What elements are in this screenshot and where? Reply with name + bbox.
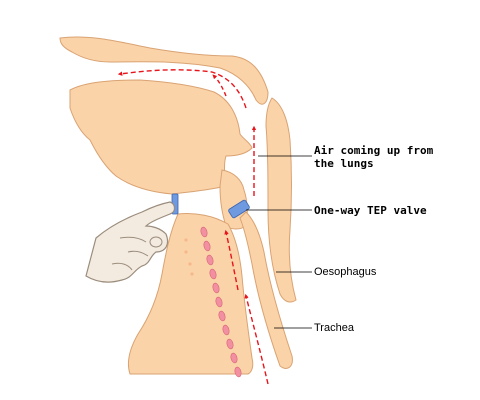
label-air-line2: the lungs [314,157,374,170]
label-valve: One-way TEP valve [314,204,427,217]
cartilage-rings [184,226,242,378]
cartilage-ring [215,296,223,308]
airflow-nasal-arrow [117,69,247,109]
spine-column [265,97,297,303]
head-tissue [69,79,253,195]
airflow-trachea-arrow [244,293,269,385]
nasal-roof [59,36,269,105]
trachea-neck [127,213,254,375]
cartilage-ring [206,254,214,266]
hand-crease-2 [127,250,149,257]
cartilage-ring [234,366,242,378]
cartilage-ring [209,268,217,280]
label-air-line1: Air coming up from [314,144,434,157]
cartilage-ring [226,338,234,350]
tissue-dot [190,272,194,276]
label-oesophagus: Oesophagus [314,266,377,278]
fingernail [149,236,163,248]
label-trachea: Trachea [314,322,354,334]
cartilage-ring [203,240,211,252]
hand-crease-1 [119,236,147,243]
tep-valve [228,199,250,219]
oesophagus-tube [239,211,293,369]
hand-crease-3 [111,262,133,271]
airflow-curve-arrow [212,74,227,97]
hand [85,201,176,283]
cartilage-ring [200,226,208,238]
cartilage-ring [222,324,230,336]
tissue-dot [188,262,192,266]
cartilage-ring [230,352,238,364]
tissue-dot [184,250,188,254]
cartilage-ring [212,282,220,294]
cartilage-ring [218,310,226,322]
tissue-dot [184,238,188,242]
